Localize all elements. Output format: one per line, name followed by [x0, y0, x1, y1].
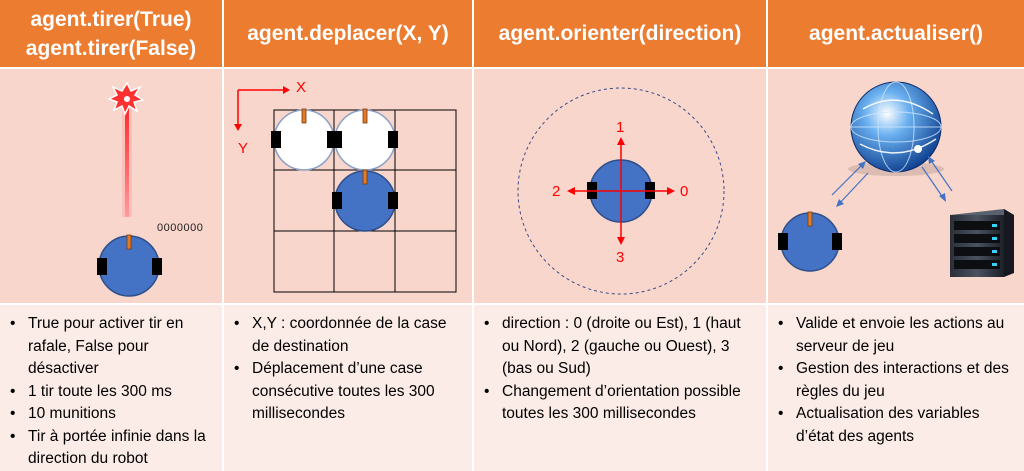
ammo-counter: 0000000	[157, 222, 203, 234]
tirer-bullet-1: True pour activer tir en rafale, False p…	[10, 313, 216, 381]
illustration-orienter: 1 3 2 0	[474, 67, 768, 303]
dir-down-label: 3	[616, 249, 624, 266]
dir-up-label: 1	[616, 119, 624, 136]
orienter-svg: 1 3 2 0	[517, 87, 725, 295]
arrow-from-server-icon	[928, 156, 935, 164]
axis-y-label: Y	[238, 140, 248, 157]
robot-ghost-2	[332, 108, 398, 171]
deplacer-bullet-1: X,Y : coordonnée de la case de destinati…	[234, 313, 466, 358]
description-orienter: direction : 0 (droite ou Est), 1 (haut o…	[474, 303, 768, 471]
axis-x-label: X	[296, 79, 306, 96]
tirer-svg: 0000000	[97, 81, 203, 297]
illustration-actualiser	[768, 67, 1024, 303]
arrow-to-server-icon	[939, 193, 946, 202]
header-actualiser-label: agent.actualiser()	[809, 22, 983, 45]
rotation-circle	[517, 87, 725, 295]
actualiser-bullets: Valide et envoie les actions au serveur …	[774, 313, 1018, 448]
orienter-bullet-2: Changement d’orientation possible toutes…	[484, 381, 760, 426]
arrow-up-icon	[617, 137, 625, 145]
direction-arrows	[571, 141, 671, 241]
header-tirer: agent.tirer(True) agent.tirer(False)	[0, 0, 224, 67]
sync-arrows	[831, 158, 953, 206]
actualiser-bullet-1: Valide et envoie les actions au serveur …	[778, 313, 1018, 358]
robot-deplacer	[332, 169, 398, 232]
tirer-bullet-2: 1 tir toute les 300 ms	[10, 381, 216, 404]
laser-beam	[125, 107, 129, 217]
orienter-bullets: direction : 0 (droite ou Est), 1 (haut o…	[480, 313, 760, 426]
illustration-tirer: 0000000	[0, 67, 224, 303]
deplacer-bullets: X,Y : coordonnée de la case de destinati…	[230, 313, 466, 426]
dir-right-label: 0	[680, 183, 688, 200]
robot-ghost-1	[271, 108, 337, 171]
header-orienter-label: agent.orienter(direction)	[498, 22, 742, 45]
explosion-core	[124, 96, 130, 102]
deplacer-bullet-2: Déplacement d’une case consécutive toute…	[234, 358, 466, 426]
description-actualiser: Valide et envoie les actions au serveur …	[768, 303, 1024, 471]
server-icon	[950, 209, 1014, 277]
robot-actualiser	[778, 211, 842, 272]
header-deplacer-label: agent.deplacer(X, Y)	[247, 22, 449, 45]
tirer-bullets: True pour activer tir en rafale, False p…	[6, 313, 216, 471]
arrow-to-globe-icon	[858, 161, 866, 169]
tirer-bullet-3: 10 munitions	[10, 403, 216, 426]
deplacer-svg: X Y	[234, 79, 457, 293]
header-tirer-line2: agent.tirer(False)	[25, 36, 197, 60]
actualiser-svg	[778, 81, 1014, 277]
header-orienter: agent.orienter(direction)	[474, 0, 768, 67]
axis-y-arrow	[234, 124, 242, 131]
arrow-left-icon	[567, 187, 575, 195]
header-deplacer: agent.deplacer(X, Y)	[224, 0, 474, 67]
arrow-right-icon	[667, 187, 675, 195]
description-deplacer: X,Y : coordonnée de la case de destinati…	[224, 303, 474, 471]
header-tirer-line1: agent.tirer(True)	[30, 7, 192, 31]
description-tirer: True pour activer tir en rafale, False p…	[0, 303, 224, 471]
actualiser-bullet-2: Gestion des interactions et des règles d…	[778, 358, 1018, 403]
robot-tirer	[97, 234, 162, 297]
arrow-to-robot-icon	[836, 199, 844, 207]
actualiser-bullet-3: Actualisation des variables d’état des a…	[778, 403, 1018, 448]
illustration-deplacer: X Y	[224, 67, 474, 303]
header-actualiser: agent.actualiser()	[768, 0, 1024, 67]
tirer-bullet-4: Tir à portée infinie dans la direction d…	[10, 426, 216, 471]
orienter-bullet-1: direction : 0 (droite ou Est), 1 (haut o…	[484, 313, 760, 381]
axis-x-arrow	[283, 86, 290, 94]
globe-icon	[848, 81, 944, 176]
arrow-down-icon	[617, 237, 625, 245]
dir-left-label: 2	[552, 183, 560, 200]
